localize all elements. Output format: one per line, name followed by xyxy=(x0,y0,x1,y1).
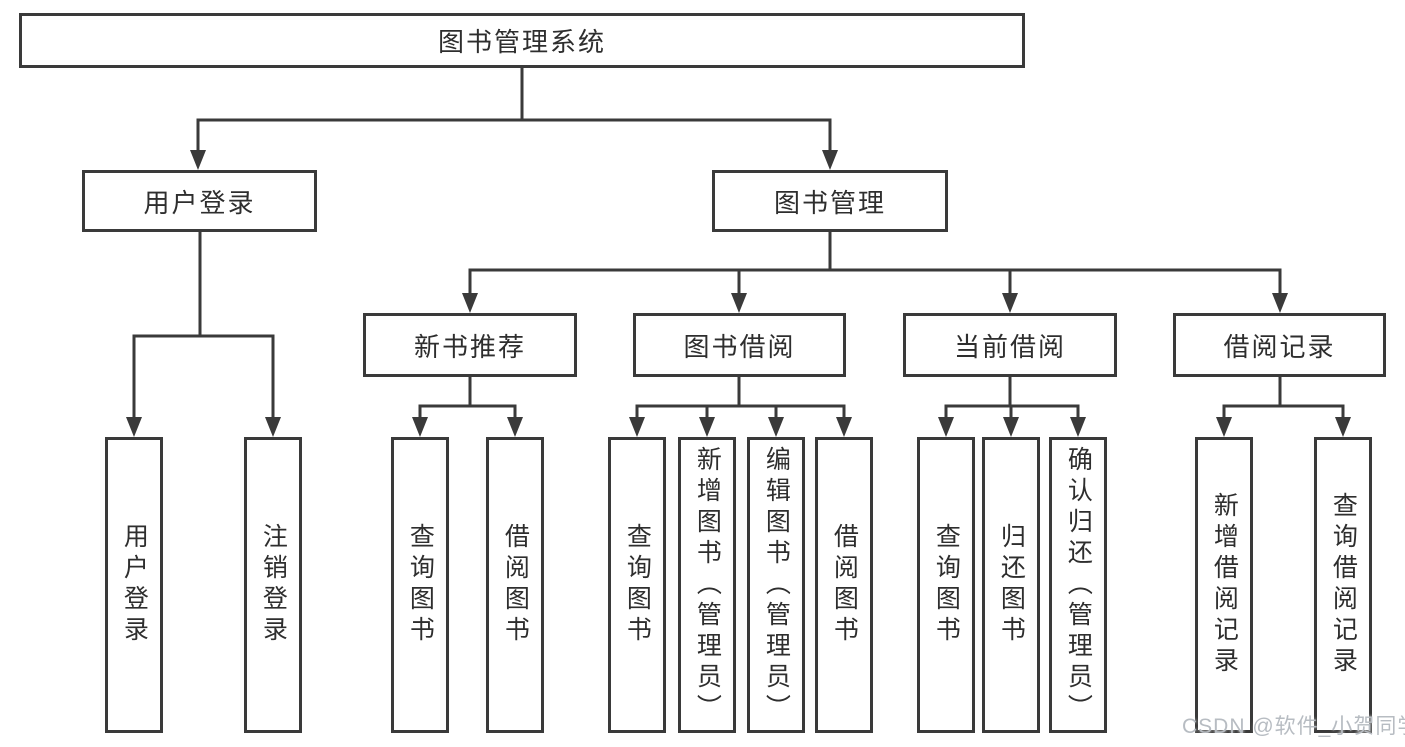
leaf-user-login: 用户登录 xyxy=(105,437,163,733)
node-user-login: 用户登录 xyxy=(82,170,317,232)
leaf-borrow-books-recommend: 借阅图书 xyxy=(486,437,544,733)
leaf-return-books-label: 归还图书 xyxy=(997,523,1026,647)
leaf-logout-label: 注销登录 xyxy=(259,523,288,647)
leaf-query-borrow-record: 查询借阅记录 xyxy=(1314,437,1372,733)
leaf-edit-book-admin: 编辑图书（管理员） xyxy=(747,437,805,733)
node-root-system: 图书管理系统 xyxy=(19,13,1025,68)
leaf-add-book-admin-label: 新增图书（管理员） xyxy=(693,445,722,725)
leaf-borrow-books-label: 借阅图书 xyxy=(830,523,859,647)
leaf-logout: 注销登录 xyxy=(244,437,302,733)
node-book-borrow: 图书借阅 xyxy=(633,313,846,377)
leaf-add-borrow-record-label: 新增借阅记录 xyxy=(1210,492,1239,678)
leaf-borrow-books-recommend-label: 借阅图书 xyxy=(501,523,530,647)
leaf-query-books-borrow: 查询图书 xyxy=(608,437,666,733)
leaf-add-borrow-record: 新增借阅记录 xyxy=(1195,437,1253,733)
leaf-query-books-recommend: 查询图书 xyxy=(391,437,449,733)
node-book-management: 图书管理 xyxy=(712,170,948,232)
leaf-confirm-return-admin-label: 确认归还（管理员） xyxy=(1064,445,1093,725)
leaf-query-books-current: 查询图书 xyxy=(917,437,975,733)
leaf-confirm-return-admin: 确认归还（管理员） xyxy=(1049,437,1107,733)
leaf-borrow-books: 借阅图书 xyxy=(815,437,873,733)
node-new-book-recommend: 新书推荐 xyxy=(363,313,577,377)
leaf-query-books-recommend-label: 查询图书 xyxy=(406,523,435,647)
leaf-query-books-current-label: 查询图书 xyxy=(932,523,961,647)
leaf-query-books-borrow-label: 查询图书 xyxy=(623,523,652,647)
node-borrow-records: 借阅记录 xyxy=(1173,313,1386,377)
csdn-watermark: CSDN @软件_小贺同学 xyxy=(1182,715,1405,738)
leaf-return-books: 归还图书 xyxy=(982,437,1040,733)
leaf-add-book-admin: 新增图书（管理员） xyxy=(678,437,736,733)
leaf-edit-book-admin-label: 编辑图书（管理员） xyxy=(762,445,791,725)
arrowheads xyxy=(126,150,1351,437)
leaf-query-borrow-record-label: 查询借阅记录 xyxy=(1329,492,1358,678)
node-current-borrow: 当前借阅 xyxy=(903,313,1117,377)
leaf-user-login-label: 用户登录 xyxy=(120,523,149,647)
